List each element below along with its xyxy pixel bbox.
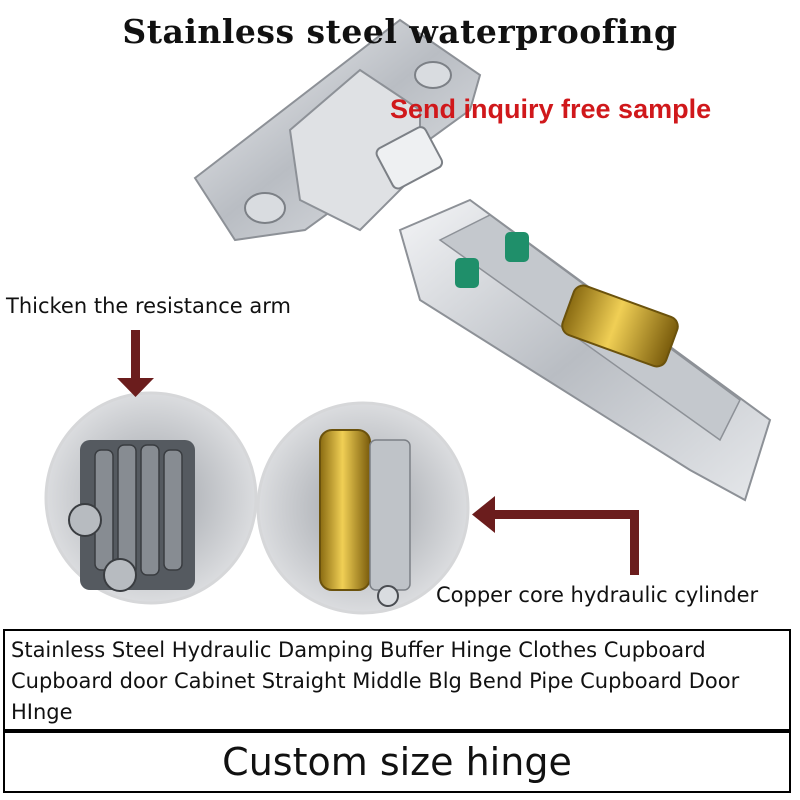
screw-hole	[244, 192, 286, 224]
green-roller	[455, 258, 479, 288]
arrow-down	[117, 330, 154, 397]
copper-core-label: Copper core hydraulic cylinder	[436, 583, 759, 607]
hinge-body	[193, 18, 772, 502]
copper-cylinder-detail	[256, 401, 470, 615]
custom-size-banner: Custom size hinge	[3, 731, 791, 793]
screw-hole	[414, 61, 452, 89]
brass-cylinder	[561, 284, 679, 368]
page-title: Stainless steel waterproofing	[122, 12, 678, 51]
inquiry-banner: Send inquiry free sample	[390, 94, 712, 124]
product-description: Stainless Steel Hydraulic Damping Buffer…	[3, 629, 791, 731]
resistance-arm-label: Thicken the resistance arm	[6, 294, 291, 318]
green-roller	[505, 232, 529, 262]
arrow-left	[472, 496, 639, 575]
resistance-arm-detail	[44, 391, 258, 605]
